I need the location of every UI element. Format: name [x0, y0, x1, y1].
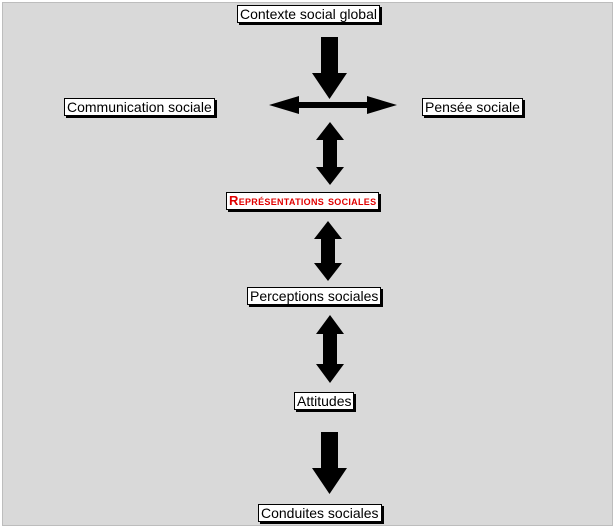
node-representations-sociales: Représentations sociales — [226, 192, 380, 210]
arrow-double-perceptions-attitudes — [316, 315, 344, 383]
arrow-horizontal-communication-pensee — [269, 96, 397, 114]
node-attitudes: Attitudes — [294, 392, 355, 410]
arrow-down-attitudes-conduites — [312, 432, 347, 494]
arrow-double-junction-representations — [316, 122, 344, 185]
node-contexte-social-global: Contexte social global — [237, 5, 380, 23]
arrow-down-contexte — [312, 37, 347, 99]
arrow-double-representations-perceptions — [314, 221, 342, 281]
arrows-layer — [269, 37, 397, 494]
node-conduites-sociales: Conduites sociales — [258, 504, 382, 522]
node-pensee-sociale: Pensée sociale — [422, 98, 523, 116]
node-perceptions-sociales: Perceptions sociales — [247, 287, 382, 305]
node-communication-sociale: Communication sociale — [64, 98, 215, 116]
